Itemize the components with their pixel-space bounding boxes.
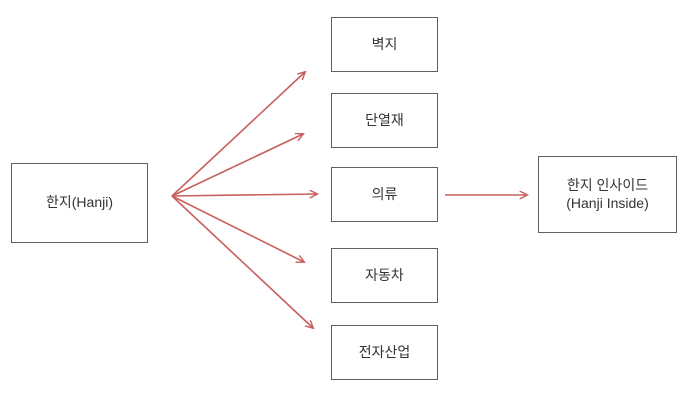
category-box-wallpaper: 벽지: [331, 17, 438, 72]
category-box-label: 벽지: [371, 35, 398, 52]
category-box-clothing: 의류: [331, 167, 438, 222]
arrow-hanji-to-wallpaper: [171, 72, 305, 197]
category-box-label: 단열재: [365, 111, 404, 128]
arrow-hanji-to-automobile: [171, 195, 304, 262]
result-box-label-line2: (Hanji Inside): [566, 194, 649, 211]
source-box-hanji: 한지(Hanji): [11, 163, 148, 243]
result-box-label: 한지 인사이드 (Hanji Inside): [566, 177, 648, 212]
result-box-label-line1: 한지 인사이드: [566, 177, 649, 193]
category-box-label: 의류: [371, 185, 398, 202]
category-box-automobile: 자동차: [331, 248, 438, 303]
category-box-label: 전자산업: [358, 343, 411, 360]
category-box-label: 자동차: [365, 266, 404, 283]
arrow-hanji-to-clothing: [171, 194, 317, 196]
arrow-hanji-to-insulation: [171, 134, 303, 197]
source-box-label: 한지(Hanji): [46, 194, 113, 211]
result-box-hanji-inside: 한지 인사이드 (Hanji Inside): [538, 156, 677, 233]
category-box-electronics: 전자산업: [331, 325, 438, 380]
category-box-insulation: 단열재: [331, 93, 438, 148]
arrow-hanji-to-electronics: [171, 195, 313, 328]
